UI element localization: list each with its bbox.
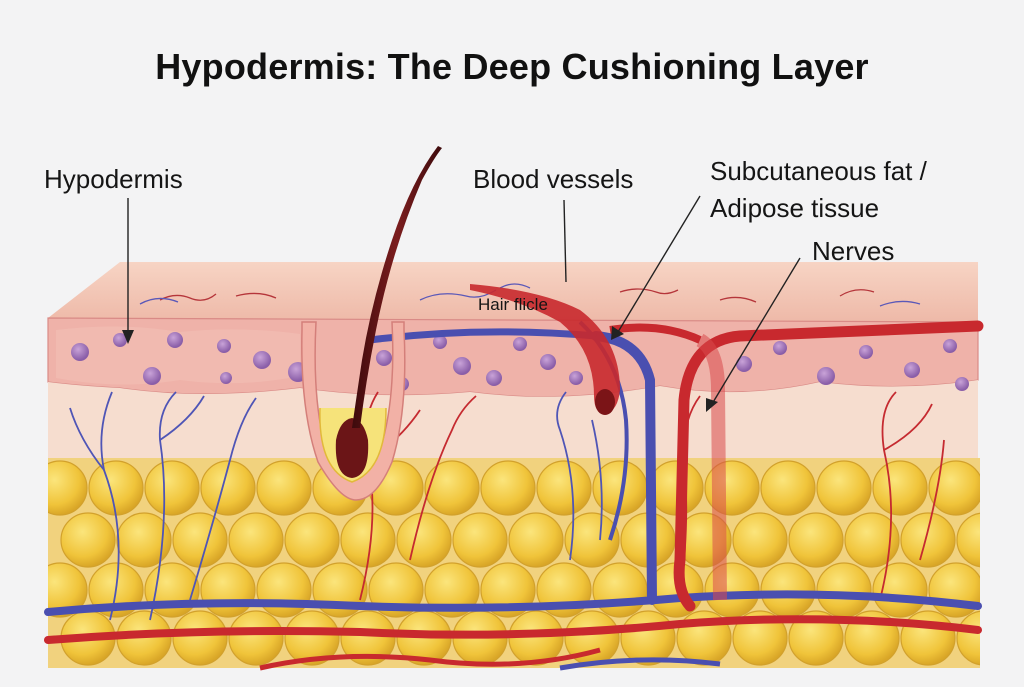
adipocyte-cell [452,512,508,568]
adipocyte-cell [228,610,284,666]
adipocyte-cell [88,460,144,516]
adipocyte-cell [60,512,116,568]
adipocyte-cell [536,460,592,516]
adipocyte-cell [200,562,256,618]
deep-dermis [48,380,978,470]
adipocyte-cell [788,512,844,568]
annotation-lines [127,195,801,405]
hair-follicle [301,146,442,501]
adipocyte-cell [48,562,88,618]
adipocyte-cell [816,460,872,516]
label-blood-vessels: Blood vessels [473,164,634,194]
adipocyte-cell [900,512,956,568]
adipocyte-cell [228,512,284,568]
adipocyte-cell [816,562,872,618]
label-subcutaneous-fat-line1: Subcutaneous fat / [710,156,927,186]
adipocyte-cell [144,460,200,516]
adipocyte-cell [620,610,676,666]
adipocyte-cell [116,512,172,568]
adipocyte-cell [928,460,980,516]
adipocyte-cell [760,562,816,618]
label-nerves: Nerves [812,236,895,266]
annotation-arrowheads [122,326,718,412]
adipocyte-cell [564,512,620,568]
adipocyte-cell [956,512,980,568]
adipocyte-cell [872,562,928,618]
label-hair-follicle: Hair flicle [478,295,548,314]
adipocyte-cell [172,512,228,568]
adipocyte-cell [900,610,956,666]
adipocyte-cell [284,610,340,666]
surface-capillaries [159,288,875,303]
adipocyte-cell [340,512,396,568]
adipocyte-cell [788,610,844,666]
adipocyte-cell [284,512,340,568]
adipocyte-cell [256,460,312,516]
adipocyte-cell [200,460,256,516]
adipocyte-cell [872,460,928,516]
deep-vein [44,590,982,616]
adipocyte-cell [956,610,980,666]
label-hypodermis: Hypodermis [44,164,183,194]
dermis-cells [71,332,969,391]
label-subcutaneous-fat-line2: Adipose tissue [710,193,880,223]
adipocyte-cell [172,610,228,666]
vein-capillaries [69,391,603,621]
adipocyte-cell [592,562,648,618]
hair-shaft [352,146,442,428]
adipocyte-cell [732,512,788,568]
adipocyte-cell [424,562,480,618]
adipocyte-cell [256,562,312,618]
adipocyte-cell [760,460,816,516]
ascending-artery [673,320,984,612]
adipocyte-cell [508,512,564,568]
adipocyte-cell [48,460,88,516]
diagram-title: Hypodermis: The Deep Cushioning Layer [155,46,869,87]
gland-duct [470,284,620,414]
adipocyte-cell [844,512,900,568]
adipocyte-cell [396,512,452,568]
adipocyte-cell [424,460,480,516]
adipocyte-cell [480,460,536,516]
adipocyte-cell [340,610,396,666]
deep-artery [44,615,982,644]
adipocyte-cell [732,610,788,666]
